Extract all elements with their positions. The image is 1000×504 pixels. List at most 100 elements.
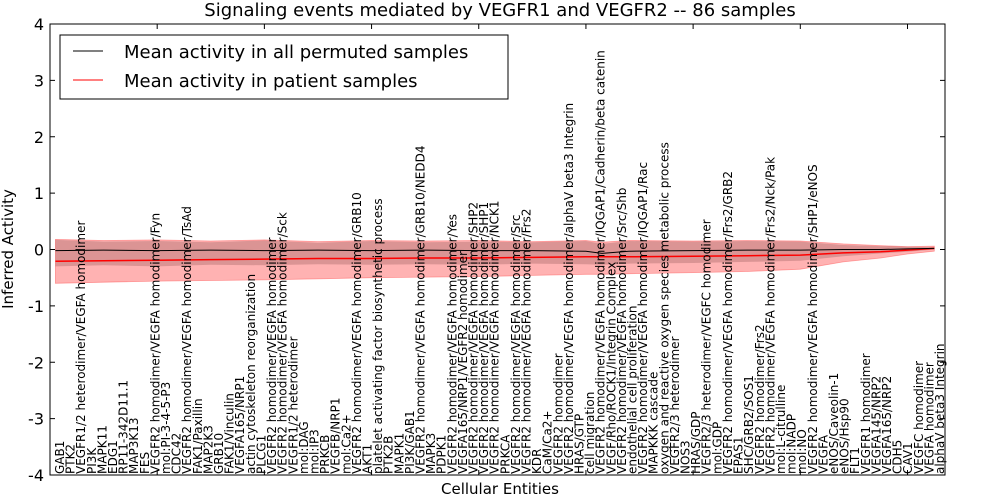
entity-label: VEGFR2 homodimer/VEGFA homodimer/Frs2/GR…	[721, 171, 735, 474]
entity-label: KDR	[530, 449, 544, 474]
entity-label: VEGF/Rho/ROCK1/Integrin Complex	[604, 262, 618, 474]
entity-label: VEGFR2 homodimer	[551, 353, 565, 474]
entity-label: VEGFR2 homodimer/VEGFA homodimer/Frs2	[520, 209, 534, 475]
entity-label: EPAS1	[732, 436, 746, 474]
entity-label: FLT1	[848, 447, 862, 474]
entity-label: MAPK3	[424, 433, 438, 474]
entity-label: VEGFR2 homodimer/VEGFA homodimer/TsAd	[180, 206, 194, 474]
entity-label: PTK2B	[382, 436, 396, 474]
entity-label: PLCG1	[254, 435, 268, 474]
entity-label: VEGFA	[816, 434, 830, 474]
entity-label: alphaV beta3 Integrin	[933, 343, 947, 474]
entity-label: VEGFR2/3 heterodimer/VEGFC homodimer	[700, 219, 714, 474]
entity-label: VEGFR1/2 heterodimer	[286, 336, 300, 474]
entity-label: mol:GDP	[710, 422, 724, 474]
entity-label: platelet activating factor biosynthetic …	[371, 198, 385, 474]
permuted-band	[55, 239, 935, 267]
entity-label: VEGFR2 homodimer/VEGFA homodimer/SHP1	[477, 202, 491, 474]
entity-label: endothelial cell proliferation	[626, 306, 640, 474]
entity-label: EDG1	[106, 440, 120, 474]
y-ticks: -4 -3 -2 -1 0 1 2 3 4	[28, 15, 945, 485]
entity-label: VEGFR1 homodimer	[859, 353, 873, 474]
entity-label: VEGFR1/2 heterodimer/VEGFA homodimer	[74, 221, 88, 474]
entity-label: VEGFB/NRP1	[329, 398, 343, 474]
permuted-mean-line	[55, 247, 935, 254]
entity-label: VEGFR2 homodimer/VEGFA homodimer/GRB10/N…	[414, 145, 428, 474]
entity-label: PRKCB	[318, 435, 332, 474]
plot-frame	[49, 23, 946, 476]
entity-label: mol:PI-3-4-5-P3	[159, 382, 173, 474]
legend-box	[59, 34, 509, 100]
entity-label: MAPKKK cascade	[647, 372, 661, 474]
entity-label: VEGFA165/NRP2	[880, 376, 894, 474]
x-ticks	[156, 24, 908, 475]
legend: Mean activity in all permuted samples Me…	[59, 34, 509, 100]
entity-label: PDPK1	[435, 435, 449, 474]
y-tick-label: 3	[34, 71, 44, 90]
entity-label: cell migration	[583, 392, 597, 474]
entity-label: VEGFR2 homodimer/VEGFA homodimer/IQGAP1/…	[594, 50, 608, 474]
entity-label: VEGFR2 homodimer/VEGFA homodimer/GRB10	[350, 192, 364, 474]
entity-label: MAP3K13	[127, 417, 141, 474]
entity-label: oxygen and reactive oxygen species metab…	[657, 142, 671, 474]
entity-label: VEGFR2 homodimer/VEGFA homodimer/Yes	[445, 214, 459, 474]
entity-label: VEGFA165/NRP1/VEGFR2 homodimer	[456, 251, 470, 474]
entity-label: FAK1/Vinculin	[223, 393, 237, 474]
entity-label: VEGFR2 homodimer/VEGFA homodimer/Frs2/Nc…	[763, 157, 777, 474]
entity-label: GRB10	[212, 433, 226, 474]
entity-label: HRAS/GTP	[573, 414, 587, 474]
entity-label: VEGFR2 homodimer/VEGFA homodimer/Fyn	[148, 213, 162, 474]
y-tick-label: 0	[34, 241, 44, 260]
entity-label: PI3K	[85, 447, 99, 474]
entity-label: VEGFR2/3 heterodimer	[668, 336, 682, 474]
x-axis-label: Cellular Entities	[441, 480, 559, 498]
chart-title: Signaling events mediated by VEGFR1 and …	[204, 0, 795, 21]
entity-label: VEGFA homodimer	[922, 362, 936, 474]
entity-label: MAPK11	[95, 425, 109, 474]
entity-label: VEGFR2 homodimer/VEGFA homodimer/SHP1/eN…	[806, 164, 820, 474]
entity-label: mol:Ca2+	[339, 414, 353, 474]
entity-label: mol:L-citrulline	[774, 385, 788, 474]
entity-label: MAP2K3	[201, 425, 215, 474]
y-tick-label: 2	[34, 128, 44, 147]
entity-label: AKT1	[361, 444, 375, 474]
entity-label: mol:NO	[795, 429, 809, 474]
entity-label: MAPK1	[392, 433, 406, 474]
entity-label: PI3K/GAB1	[403, 410, 417, 474]
legend-label-permuted: Mean activity in all permuted samples	[124, 42, 468, 63]
patient-mean-line	[55, 247, 935, 263]
entity-label: PRKCA	[498, 434, 512, 474]
entity-label: VEGFR2 homodimer/VEGFA homodimer/NCK1	[488, 200, 502, 474]
entity-label: VEGFR2 homodimer/VEGFA homodimer	[265, 237, 279, 474]
entity-label: CDC42	[170, 433, 184, 474]
entity-label: VEGFR2 homodimer/VEGFA homodimer/Src/Shb	[615, 188, 629, 474]
y-tick-label: -3	[28, 410, 44, 429]
entity-label: VEGFR2 homodimer/VEGFA homodimer/Sck	[276, 212, 290, 474]
entity-label: VEGFR2 homodimer/VEGFA homodimer/alphaV …	[562, 103, 576, 474]
legend-label-patient: Mean activity in patient samples	[124, 71, 418, 92]
entity-label: VEGFR2 homodimer/VEGFA homodimer/Src	[509, 214, 523, 474]
entity-label: SHC/GRB2/SOS1	[742, 375, 756, 474]
y-tick-label: 1	[34, 184, 44, 203]
y-axis-label: Inferred Activity	[0, 189, 17, 309]
y-tick-label: 4	[34, 15, 44, 34]
entity-label: GAB1	[53, 441, 67, 474]
entity-label: CaM/Ca2+	[541, 410, 555, 474]
entity-label: HRAS/GDP	[689, 411, 703, 474]
entity-label: VEGFA165/NRP1	[233, 376, 247, 474]
entity-label: VEGFR2 homodimer/VEGFA homodimer/IQGAP1/…	[636, 162, 650, 474]
entity-label: NOS3	[679, 440, 693, 474]
y-tick-label: -2	[28, 353, 44, 372]
entity-label: VEGFR2 homodimer/Frs2	[753, 324, 767, 474]
entity-label: CAV1	[901, 442, 915, 474]
entity-label: FAK1/Paxillin	[191, 398, 205, 474]
entity-label: eNOS/Hsp90	[838, 398, 852, 474]
entity-label: mol:DAG	[297, 421, 311, 474]
entity-label: VEGFR2 homodimer/VEGFA homodimer/SHP2	[467, 202, 481, 474]
y-tick-label: -4	[28, 466, 44, 485]
entity-label: FES	[138, 452, 152, 474]
entity-label: mol:NADP	[785, 414, 799, 474]
y-tick-label: -1	[28, 297, 44, 316]
